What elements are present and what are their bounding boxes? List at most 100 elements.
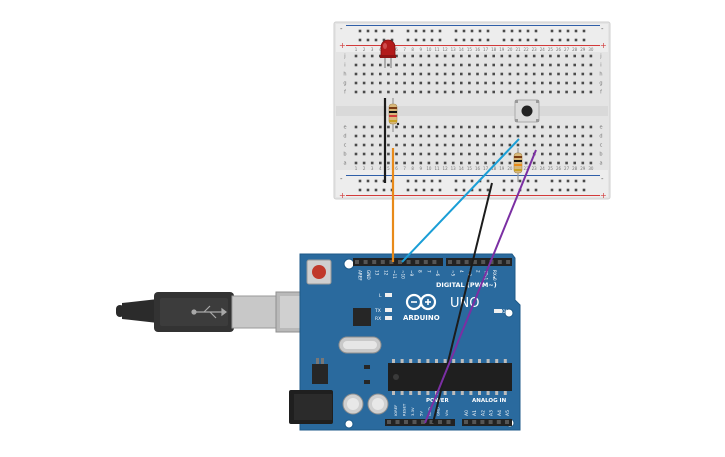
column-number: 13: [451, 47, 457, 52]
column-number: 16: [475, 47, 481, 52]
led-label-tx: TX: [374, 308, 381, 314]
analog-pin-label: A2: [480, 410, 486, 416]
digital-pin-label: ~6: [435, 270, 440, 277]
analog-pin-label: A3: [489, 410, 495, 416]
column-number: 19: [499, 166, 505, 171]
red-led[interactable]: [380, 39, 396, 68]
power-pin-label: IOREF: [393, 405, 398, 416]
column-number: 16: [475, 166, 481, 171]
column-number: 5: [387, 166, 390, 171]
column-number: 30: [588, 166, 594, 171]
digital-pin-label: ~10: [401, 270, 406, 279]
column-number: 19: [499, 47, 505, 52]
push-button[interactable]: [514, 99, 540, 123]
column-number: 7: [403, 166, 406, 171]
column-number: 8: [411, 166, 414, 171]
row-letter: e: [599, 125, 602, 131]
digital-pin-label: 4: [459, 270, 464, 273]
column-number: 26: [556, 47, 562, 52]
led-label-rx: RX: [375, 316, 381, 322]
wire-purple-5v[interactable]: [424, 149, 537, 424]
column-number: 11: [434, 166, 440, 171]
analog-header-label: ANALOG IN: [472, 398, 507, 404]
led-tx: [385, 308, 392, 312]
column-number: 14: [459, 47, 465, 52]
digital-pin-label: GND: [366, 270, 371, 280]
column-number: 12: [443, 166, 449, 171]
row-letter: f: [600, 90, 602, 96]
row-letter: h: [599, 72, 602, 78]
column-number: 17: [483, 166, 489, 171]
wire-blue-pin12[interactable]: [401, 138, 520, 263]
led-on: [494, 309, 502, 313]
column-number: 7: [403, 47, 406, 52]
row-letter: a: [343, 161, 346, 167]
row-letter: b: [343, 152, 346, 158]
row-letter: d: [343, 134, 346, 140]
column-number: 27: [564, 47, 570, 52]
wire-black-gnd[interactable]: [432, 182, 493, 424]
column-number: 18: [491, 166, 497, 171]
usb-symbol-icon: [191, 305, 227, 319]
arduino-logo-icon: [405, 293, 437, 311]
column-number: 20: [507, 47, 513, 52]
power-pin-label: RESET: [402, 403, 407, 416]
column-number: 8: [411, 47, 414, 52]
analog-pin-label: A1: [472, 410, 478, 416]
column-number: 25: [548, 166, 554, 171]
column-number: 22: [524, 47, 530, 52]
digital-pin-label: 8: [418, 270, 423, 273]
row-letter: h: [343, 72, 346, 78]
column-number: 24: [540, 166, 546, 171]
column-number: 1: [355, 47, 358, 52]
row-letter: g: [599, 81, 602, 87]
rail-minus-label-top-right: -: [601, 25, 604, 33]
column-number: 13: [451, 166, 457, 171]
column-number: 3: [371, 166, 374, 171]
row-letter: c: [600, 143, 603, 149]
breadboard[interactable]: - + - + - + - + 123456789101112131415161…: [333, 21, 611, 200]
reset-button[interactable]: [306, 259, 332, 285]
column-number: 26: [556, 166, 562, 171]
column-number: 24: [540, 47, 546, 52]
column-number: 29: [580, 47, 586, 52]
column-number: 12: [443, 47, 449, 52]
row-letter: c: [344, 143, 347, 149]
analog-pin-label: A0: [464, 410, 470, 416]
power-pin-label: 5V: [419, 411, 424, 416]
digital-pin-header[interactable]: [353, 258, 512, 266]
arduino-logo-text: ARDUINO: [403, 314, 440, 322]
power-pin-header[interactable]: [385, 419, 455, 426]
analog-pin-label: A5: [505, 410, 511, 416]
voltage-regulator: [312, 364, 328, 384]
column-number: 9: [420, 47, 423, 52]
column-number: 4: [379, 166, 382, 171]
column-number: 11: [434, 47, 440, 52]
column-number: 9: [420, 166, 423, 171]
resistor-button[interactable]: [513, 148, 523, 182]
row-letter: d: [599, 134, 602, 140]
breadboard-column-numbers-top: 1234567891011121314151617181920212223242…: [355, 47, 594, 52]
rail-plus-label-top-right: +: [600, 41, 607, 50]
column-number: 17: [483, 47, 489, 52]
column-number: 25: [548, 47, 554, 52]
column-number: 4: [379, 47, 382, 52]
digital-pin-label: 7: [426, 270, 431, 273]
digital-pin-label: 12: [383, 270, 388, 276]
digital-pin-label: ~9: [409, 270, 414, 277]
rail-minus-label-top: -: [340, 25, 343, 33]
analog-pin-header[interactable]: [462, 419, 512, 426]
resistor-led[interactable]: [388, 98, 400, 132]
smd-component: [364, 380, 370, 384]
column-number: 2: [363, 47, 366, 52]
power-pin-label: 3.3V: [410, 407, 415, 416]
column-number: 1: [355, 166, 358, 171]
digital-pin-label: AREF: [358, 270, 363, 281]
row-letter: g: [343, 81, 346, 87]
led-rx: [385, 316, 392, 320]
column-number: 20: [507, 166, 513, 171]
